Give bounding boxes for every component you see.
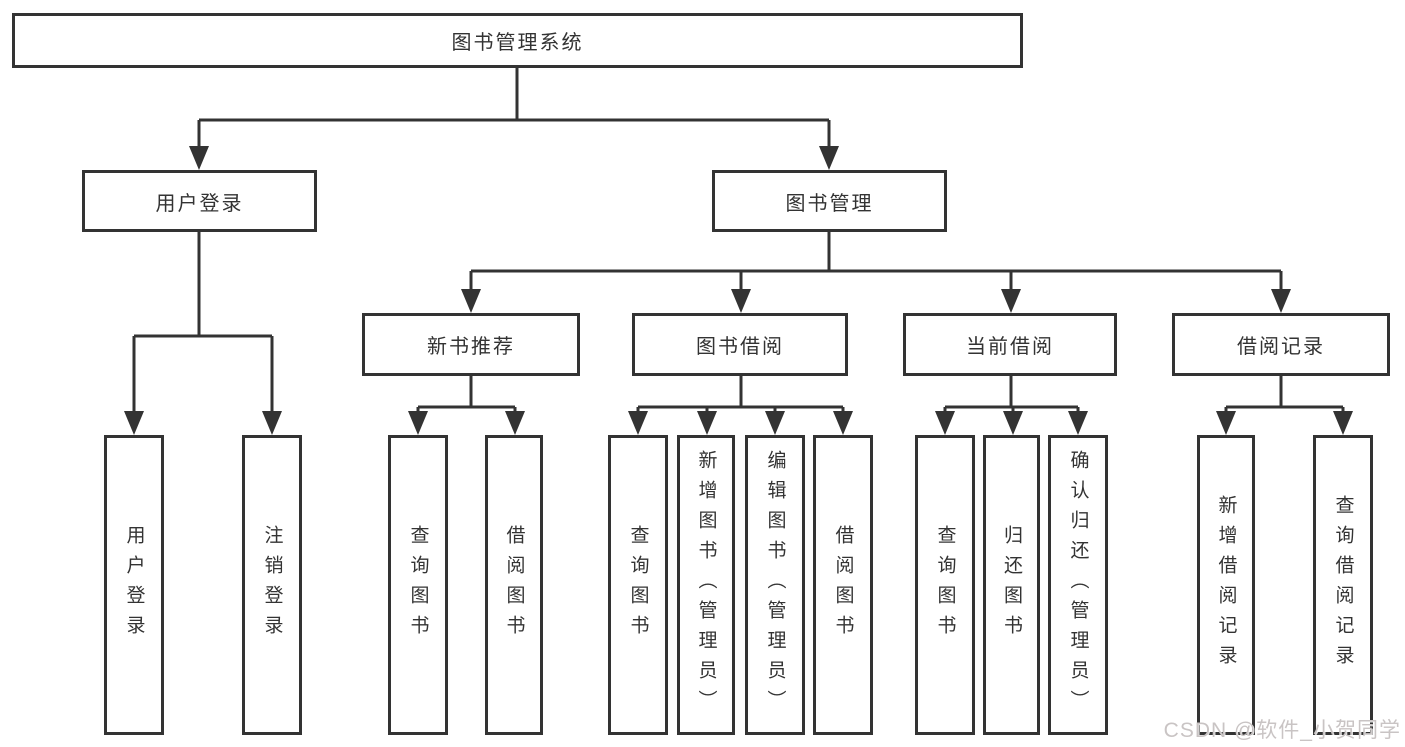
leaf-return-book: 归还图书 [983,435,1040,735]
node-book-borrowing-label: 图书借阅 [696,336,784,358]
leaf-add-borrow-record-label: 新增借阅记录 [1215,495,1237,675]
node-new-book-recommend-label: 新书推荐 [427,336,515,358]
leaf-query-books-recommend-label: 查询图书 [407,525,429,645]
node-borrow-records-label: 借阅记录 [1237,336,1325,358]
node-library-system-label: 图书管理系统 [451,32,584,54]
leaf-query-books-borrowing-label: 查询图书 [627,525,649,645]
leaf-query-books-current-label: 查询图书 [934,525,956,645]
leaf-logout-label: 注销登录 [261,525,283,645]
node-new-book-recommend: 新书推荐 [362,313,580,376]
leaf-query-borrow-record-label: 查询借阅记录 [1332,495,1354,675]
node-current-borrowing: 当前借阅 [903,313,1117,376]
node-book-management: 图书管理 [712,170,947,232]
leaf-query-books-borrowing: 查询图书 [608,435,668,735]
leaf-query-borrow-record: 查询借阅记录 [1313,435,1373,735]
leaf-logout: 注销登录 [242,435,302,735]
leaf-user-login: 用户登录 [104,435,164,735]
leaf-query-books-current: 查询图书 [915,435,975,735]
node-current-borrowing-label: 当前借阅 [966,336,1054,358]
leaf-user-login-label: 用户登录 [123,525,145,645]
watermark: CSDN @软件_小贺同学 [1163,719,1401,742]
leaf-edit-book-admin-label: 编辑图书（管理员） [764,450,786,720]
leaf-confirm-return-admin-label: 确认归还（管理员） [1067,450,1089,720]
node-borrow-records: 借阅记录 [1172,313,1390,376]
leaf-borrow-books-label: 借阅图书 [832,525,854,645]
node-user-login: 用户登录 [82,170,317,232]
leaf-add-borrow-record: 新增借阅记录 [1197,435,1255,735]
node-book-management-label: 图书管理 [785,192,874,215]
leaf-borrow-books: 借阅图书 [813,435,873,735]
leaf-query-books-recommend: 查询图书 [388,435,448,735]
leaf-edit-book-admin: 编辑图书（管理员） [745,435,805,735]
leaf-add-book-admin-label: 新增图书（管理员） [695,450,717,720]
node-library-system: 图书管理系统 [12,13,1023,68]
node-user-login-label: 用户登录 [155,192,244,215]
leaf-return-book-label: 归还图书 [1001,525,1022,645]
node-book-borrowing: 图书借阅 [632,313,848,376]
leaf-borrow-books-recommend-label: 借阅图书 [503,525,525,645]
leaf-add-book-admin: 新增图书（管理员） [677,435,735,735]
leaf-confirm-return-admin: 确认归还（管理员） [1048,435,1108,735]
leaf-borrow-books-recommend: 借阅图书 [485,435,543,735]
